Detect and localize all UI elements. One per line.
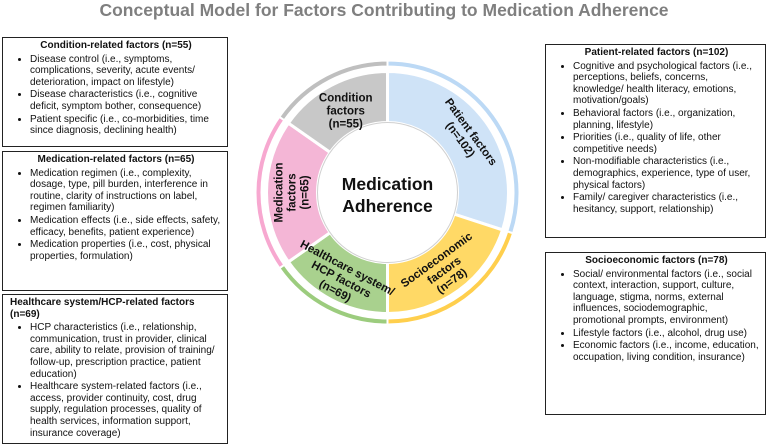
segment-label-line: Medication <box>274 162 286 222</box>
list-item: Priorities (i.e., quality of life, other… <box>573 132 760 155</box>
outer-ring <box>255 60 520 325</box>
list-item: Patient specific (i.e., co-morbidities, … <box>30 114 222 137</box>
list-item: Family/ caregiver characteristics (i.e.,… <box>573 192 760 215</box>
socioeconomic-factors-box: Socioeconomic factors (n=78) Social/ env… <box>545 252 766 415</box>
segment-label-line: (n=55) <box>329 119 363 131</box>
list-item: Disease characteristics (i.e., cognitive… <box>30 89 222 112</box>
list-item: Economic factors (i.e., income, educatio… <box>573 340 760 363</box>
condition-factors-list: Disease control (i.e., symptoms, complic… <box>10 54 222 137</box>
list-item: Non-modifiable characteristics (i.e., de… <box>573 156 760 191</box>
list-item: Cognitive and psychological factors (i.e… <box>573 61 760 107</box>
list-item: Disease control (i.e., symptoms, complic… <box>30 54 222 89</box>
patient-factors-heading: Patient-related factors (n=102) <box>584 47 729 58</box>
condition-factors-box: Condition-related factors (n=55) Disease… <box>2 37 228 147</box>
list-item: Behavioral factors (i.e., organization, … <box>573 108 760 131</box>
list-item: Lifestyle factors (i.e., alcohol, drug u… <box>573 328 760 340</box>
list-item: Healthcare system-related factors (i.e.,… <box>30 381 222 439</box>
socioeconomic-factors-heading: Socioeconomic factors (n=78) <box>585 255 728 266</box>
condition-factors-heading: Condition-related factors (n=55) <box>40 40 192 51</box>
hcp-factors-list: HCP characteristics (i.e., relationship,… <box>10 322 222 439</box>
patient-factors-box: Patient-related factors (n=102) Cognitiv… <box>545 44 766 238</box>
segment-label-line: factors <box>327 106 365 118</box>
segment-label-line: factors <box>287 173 299 211</box>
medication-factors-list: Medication regimen (i.e., complexity, do… <box>10 168 222 263</box>
list-item: Social/ environmental factors (i.e., soc… <box>573 269 760 327</box>
list-item: HCP characteristics (i.e., relationship,… <box>30 322 222 380</box>
adherence-donut-diagram: Medication Adherence Patient factors(n=1… <box>255 60 520 325</box>
medication-factors-heading: Medication-related factors (n=65) <box>37 154 195 165</box>
segment-label-line: Condition <box>319 93 373 105</box>
segment-label-line: (n=65) <box>300 175 312 209</box>
diagram-title: Conceptual Model for Factors Contributin… <box>99 0 669 20</box>
segment-label-med: Medicationfactors(n=65) <box>274 162 312 222</box>
list-item: Medication properties (i.e., cost, physi… <box>30 239 222 262</box>
hcp-factors-box: Healthcare system/HCP-related factors (n… <box>2 294 228 444</box>
center-label-line1: Medication <box>342 174 433 194</box>
medication-factors-box: Medication-related factors (n=65) Medica… <box>2 151 228 291</box>
hcp-factors-heading: Healthcare system/HCP-related factors (n… <box>10 297 195 320</box>
socioeconomic-factors-list: Social/ environmental factors (i.e., soc… <box>553 269 760 364</box>
center-label-line2: Adherence <box>342 196 433 216</box>
center-circle <box>317 122 458 263</box>
list-item: Medication regimen (i.e., complexity, do… <box>30 168 222 214</box>
list-item: Medication effects (i.e., side effects, … <box>30 215 222 238</box>
ring-segment-cond <box>277 60 389 122</box>
patient-factors-list: Cognitive and psychological factors (i.e… <box>553 61 760 216</box>
